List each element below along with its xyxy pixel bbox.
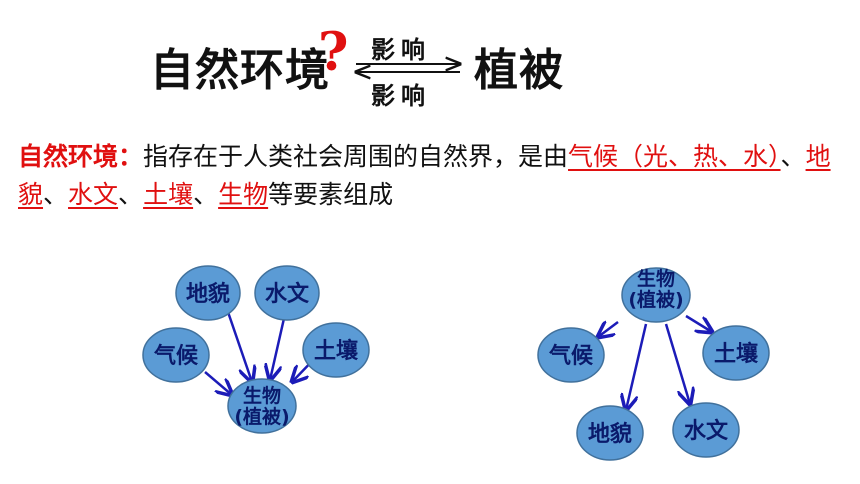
arrow-hydrology-to-biology-left [270,313,287,380]
title-vegetation: 植被 [474,45,564,96]
node-biology-right-label-1: 生物 [637,267,675,290]
node-biology-left-label-1: 生物 [243,384,281,407]
node-landform-left-label: 地貌 [186,281,230,307]
node-climate-left [142,327,210,383]
node-soil-left [302,322,370,378]
element-biology: 生物 [218,180,269,209]
node-hydrology-right [672,402,740,458]
question-mark: ? [318,22,349,83]
separator-3: 、 [118,180,144,209]
separator-4: 、 [193,180,219,209]
node-landform-left [175,265,241,321]
arrow-biology-to-soil-right [685,314,712,332]
node-landform-right-label: 地貌 [588,421,632,447]
element-climate: 气候（光、热、水） [568,142,781,171]
arrow-biology-to-hydrology-right [664,323,690,404]
left-diagram: 地貌 水文 气候 土壤 生物 (植被) [142,265,370,434]
node-hydrology-left-label: 水文 [265,281,310,307]
arrow-climate-to-biology-left [204,371,232,395]
right-diagram: 生物 (植被) 气候 土壤 地貌 水文 [537,267,770,461]
node-biology-right [621,267,691,323]
arrow-label-bottom: 影响 [371,82,431,110]
node-hydrology-left [254,265,320,321]
element-landform: 地貌 [18,142,831,209]
node-biology-left-label-2: (植被) [234,405,289,428]
arrow-label-top: 影响 [371,36,431,64]
arrow-biology-to-landform-right [626,323,648,410]
node-biology-left [227,378,297,434]
node-soil-left-label: 土壤 [314,338,359,364]
node-climate-right [537,327,605,383]
node-climate-right-label: 气候 [548,343,594,369]
node-soil-right-label: 土壤 [714,341,759,367]
separator-1: 、 [780,142,806,171]
node-climate-left-label: 气候 [153,343,199,369]
arrow-biology-to-climate-right [598,322,619,337]
node-hydrology-right-label: 水文 [684,418,729,444]
separator-2: 、 [43,180,69,209]
definition-paragraph: 自然环境：指存在于人类社会周围的自然界，是由气候（光、热、水）、地貌、水文、土壤… [18,138,848,214]
definition-text-1: 指存在于人类社会周围的自然界，是由 [143,142,569,171]
node-biology-right-label-2: (植被) [628,288,683,311]
definition-text-2: 等要素组成 [268,180,394,209]
element-hydrology: 水文 [68,180,119,209]
definition-term: 自然环境： [18,142,144,171]
title-natural-environment: 自然环境 [150,45,330,96]
node-landform-right [576,405,644,461]
arrow-landform-to-biology-left [226,311,252,382]
element-soil: 土壤 [143,180,194,209]
node-soil-right [702,325,770,381]
